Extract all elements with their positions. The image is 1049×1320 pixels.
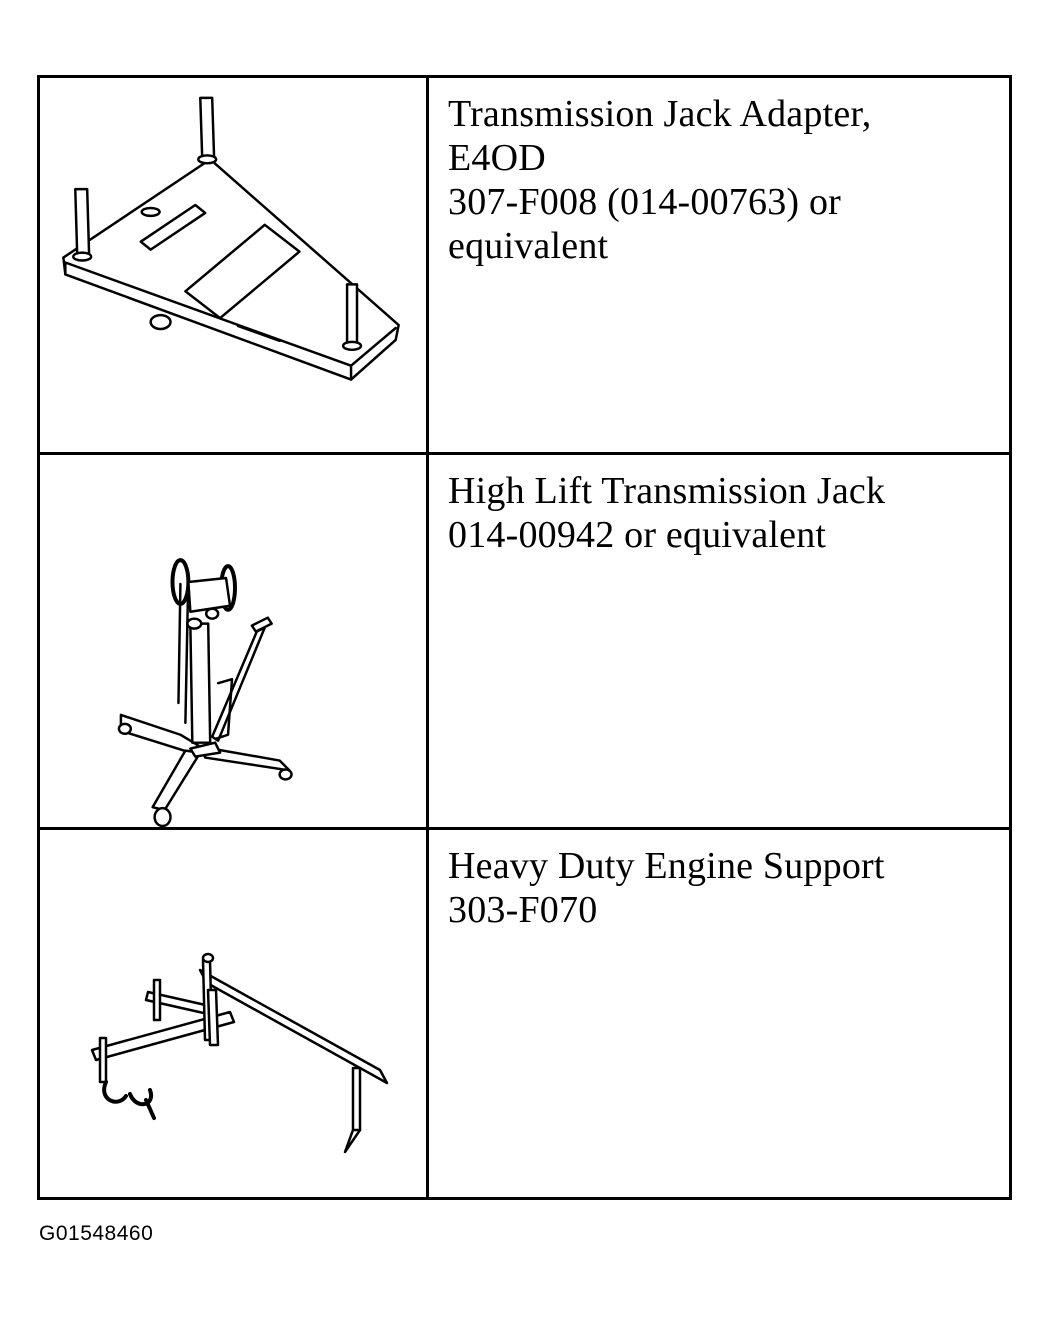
tool-number-line: 307-F008 (014-00763) or (448, 181, 842, 223)
tool-illustration-cell (40, 830, 429, 1197)
tool-name-line: E4OD (448, 137, 546, 179)
tool-description: High Lift Transmission Jack 014-00942 or… (448, 469, 999, 557)
tool-description: Heavy Duty Engine Support 303-F070 (448, 844, 999, 932)
heavy-duty-engine-support-icon (90, 952, 389, 1154)
tool-description: Transmission Jack Adapter, E4OD 307-F008… (448, 92, 999, 268)
high-lift-transmission-jack-icon (117, 558, 293, 827)
tool-row-transmission-jack-adapter: Transmission Jack Adapter, E4OD 307-F008… (40, 78, 1009, 455)
figure-id-label: G01548460 (39, 1222, 154, 1245)
tool-row-high-lift-transmission-jack: High Lift Transmission Jack 014-00942 or… (40, 455, 1009, 830)
transmission-jack-adapter-icon (62, 96, 400, 381)
tool-illustration-cell (40, 455, 429, 827)
tool-name-line: Transmission Jack Adapter, (448, 93, 872, 135)
tool-illustration-cell (40, 78, 429, 452)
tool-name-line: High Lift Transmission Jack (448, 470, 886, 512)
special-tools-table: Transmission Jack Adapter, E4OD 307-F008… (37, 75, 1012, 1200)
tool-number-line: equivalent (448, 225, 609, 267)
tool-number-line: 014-00942 or equivalent (448, 514, 827, 556)
tool-number-line: 303-F070 (448, 889, 598, 931)
tool-name-line: Heavy Duty Engine Support (448, 845, 885, 887)
tool-row-heavy-duty-engine-support: Heavy Duty Engine Support 303-F070 (40, 830, 1009, 1197)
